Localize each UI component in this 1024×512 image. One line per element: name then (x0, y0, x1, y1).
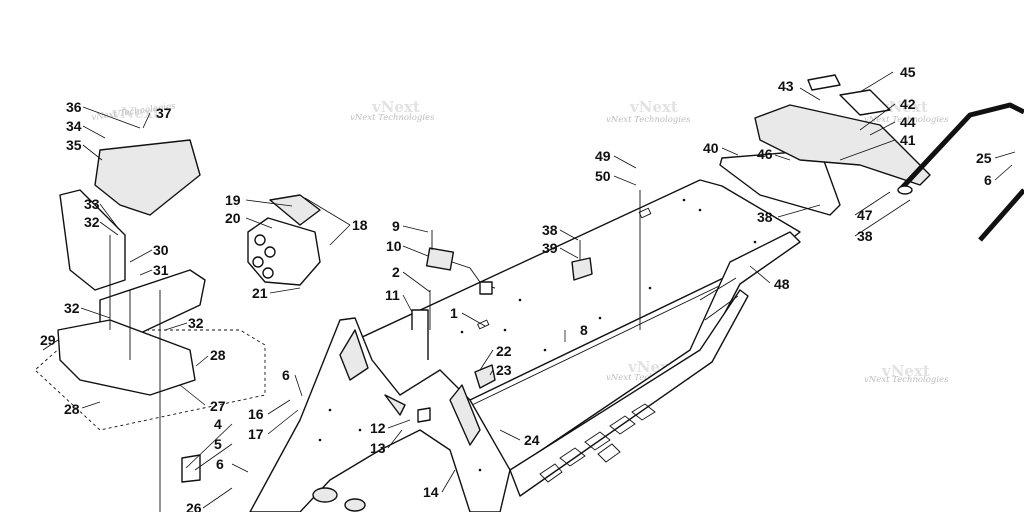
callout-1: 1 (450, 305, 458, 321)
steering-bracket (247, 194, 321, 286)
callout-11: 11 (385, 287, 400, 303)
callout-47: 47 (857, 207, 873, 223)
watermark-text: vNext Technologies (606, 115, 691, 125)
callout-33: 33 (84, 196, 100, 212)
watermark-logo: vNext (881, 362, 930, 380)
front-frame (249, 317, 511, 512)
watermark-logo: vNext (629, 98, 678, 116)
callout-10: 10 (386, 238, 402, 254)
callout-6: 6 (282, 367, 290, 383)
grab-bar (897, 102, 1024, 242)
seat-assembly (719, 74, 931, 216)
callout-39: 39 (542, 240, 558, 256)
callout-45: 45 (900, 64, 916, 80)
running-board (509, 231, 801, 497)
callout-38: 38 (857, 228, 873, 244)
callout-8: 8 (580, 322, 588, 338)
callout-2: 2 (392, 264, 400, 280)
callout-31: 31 (153, 262, 169, 278)
leader-lines (42, 71, 1016, 509)
callout-26: 26 (186, 500, 202, 512)
fastener-lines (181, 190, 641, 483)
callout-38: 38 (542, 222, 558, 238)
watermark-logo: vNext (371, 98, 420, 116)
callout-32: 32 (64, 300, 80, 316)
callout-14: 14 (423, 484, 439, 500)
callout-41: 41 (900, 132, 916, 148)
watermark-text: vNext Technologies (864, 375, 949, 385)
callout-50: 50 (595, 168, 611, 184)
callout-28: 28 (210, 347, 226, 363)
callout-46: 46 (757, 146, 773, 162)
callout-21: 21 (252, 285, 268, 301)
callout-34: 34 (66, 118, 82, 134)
running-board-cutouts (539, 403, 656, 483)
callout-25: 25 (976, 150, 992, 166)
watermark-logo: vNext (879, 98, 928, 116)
callout-16: 16 (248, 406, 264, 422)
callout-12: 12 (370, 420, 386, 436)
callout-6: 6 (984, 172, 992, 188)
callout-36: 36 (66, 99, 82, 115)
callout-19: 19 (225, 192, 241, 208)
callout-40: 40 (703, 140, 719, 156)
callout-43: 43 (778, 78, 794, 94)
callout-24: 24 (524, 432, 540, 448)
callout-32: 32 (84, 214, 100, 230)
callout-48: 48 (774, 276, 790, 292)
watermark-text: vNext Technologies (350, 113, 435, 123)
callout-22: 22 (496, 343, 512, 359)
callout-13: 13 (370, 440, 386, 456)
callouts: 36 34 35 37 33 32 30 31 32 32 29 28 27 2… (40, 64, 992, 512)
callout-42: 42 (900, 96, 916, 112)
callout-38: 38 (757, 209, 773, 225)
callout-30: 30 (153, 242, 169, 258)
callout-23: 23 (496, 362, 512, 378)
callout-4: 4 (214, 416, 222, 432)
callout-49: 49 (595, 148, 611, 164)
wiring-harness-module (425, 230, 496, 295)
callout-29: 29 (40, 332, 56, 348)
callout-20: 20 (225, 210, 241, 226)
callout-6: 6 (216, 456, 224, 472)
callout-27: 27 (210, 398, 226, 414)
callout-18: 18 (352, 217, 368, 233)
callout-37: 37 (156, 105, 172, 121)
watermark-text: vNext Technologies (864, 115, 949, 125)
callout-9: 9 (392, 218, 400, 234)
callout-44: 44 (900, 114, 916, 130)
callout-32: 32 (188, 315, 204, 331)
callout-17: 17 (248, 426, 264, 442)
front-bulkhead-assembly (34, 139, 266, 512)
callout-5: 5 (214, 436, 222, 452)
callout-35: 35 (66, 137, 82, 153)
callout-28: 28 (64, 401, 80, 417)
